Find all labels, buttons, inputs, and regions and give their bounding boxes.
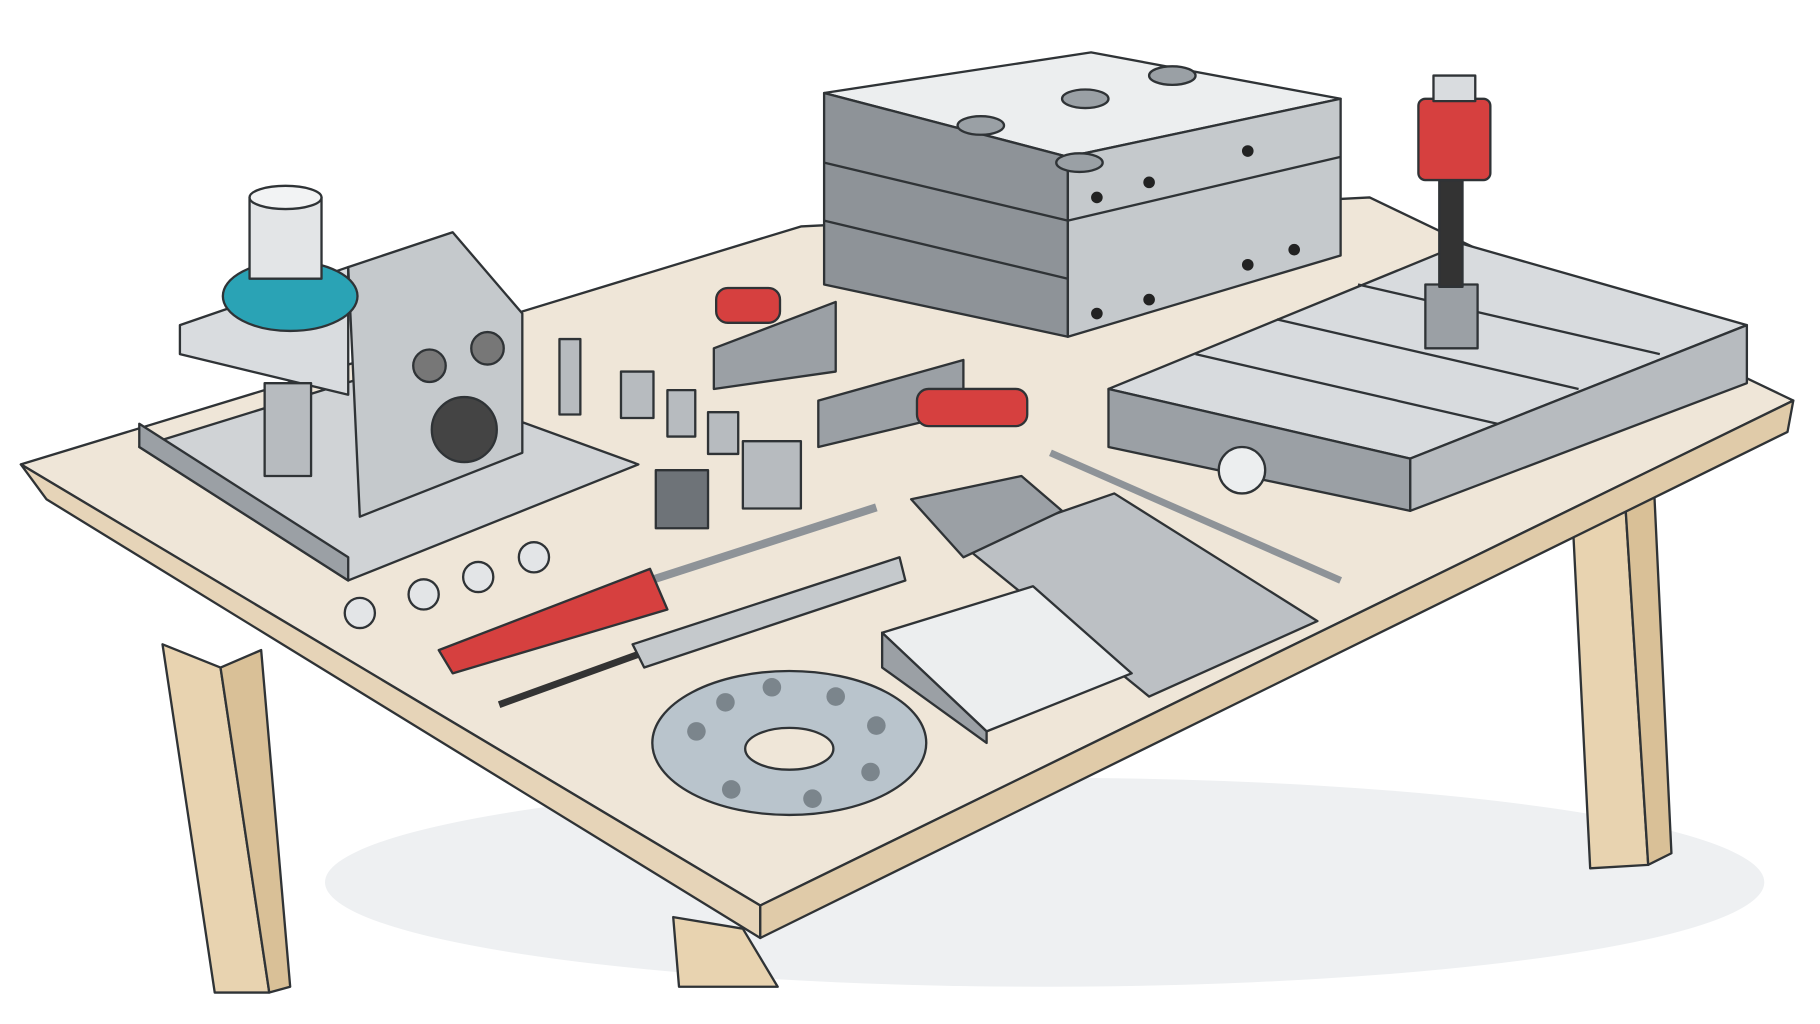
perforated-disc: [651, 669, 928, 817]
spindle-fixture: [138, 184, 640, 582]
screwdriver-red: [437, 503, 878, 675]
die-plates: [880, 449, 1343, 745]
slide-table: [1107, 74, 1749, 513]
knob: [1217, 445, 1267, 495]
mold-block: [822, 51, 1342, 338]
screwdriver-probe: [497, 556, 907, 708]
lead-screw-nut: [1424, 283, 1479, 350]
table-legs: [161, 486, 1673, 994]
lead-screw: [1438, 178, 1464, 288]
floor-shadow: [325, 777, 1765, 987]
red-knob: [1417, 97, 1492, 182]
table-leg-front: [672, 915, 779, 988]
red-cylinder: [715, 286, 782, 324]
small-parts: [343, 286, 1029, 630]
